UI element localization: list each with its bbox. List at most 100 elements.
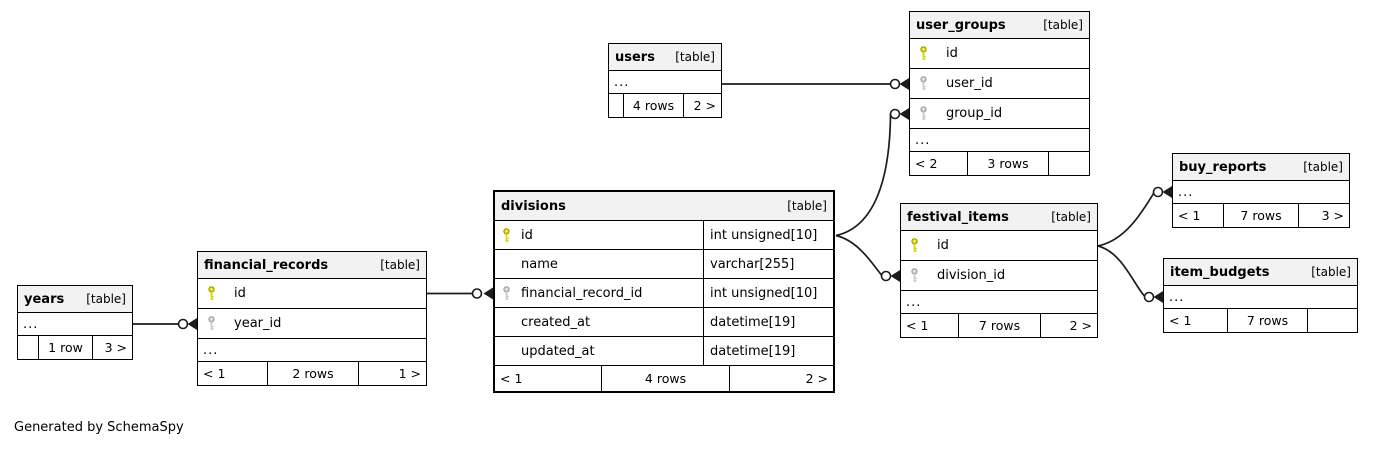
- footer-parents: < 1: [1173, 204, 1224, 227]
- table-festival_items-footer: < 1 7 rows 2 >: [901, 314, 1097, 337]
- table-user_groups: user_groups [table] id user_id group_id …: [909, 11, 1090, 176]
- footer-parents: [18, 336, 39, 359]
- footer-rowcount: 7 rows: [959, 314, 1041, 337]
- footer-parents: < 1: [495, 366, 602, 391]
- column-name: id: [946, 46, 958, 61]
- column-row-financial_record_id: financial_record_id int unsigned[10]: [495, 279, 833, 308]
- table-buy_reports-footer: < 1 7 rows 3 >: [1173, 204, 1349, 227]
- column-type: datetime[19]: [703, 308, 833, 336]
- table-item_budgets: item_budgets [table] ... < 1 7 rows: [1163, 258, 1358, 333]
- column-name: created_at: [521, 314, 591, 330]
- table-users-footer: 4 rows 2 >: [609, 94, 721, 117]
- hidden-columns-row: ...: [910, 129, 1089, 152]
- footer-children: 1 >: [398, 366, 421, 381]
- column-row-name: name varchar[255]: [495, 250, 833, 279]
- column-type: datetime[19]: [703, 337, 833, 365]
- table-buy_reports-header[interactable]: buy_reports [table]: [1173, 154, 1349, 181]
- column-row-id: id: [901, 231, 1097, 261]
- table-name[interactable]: festival_items: [907, 209, 1009, 225]
- table-name[interactable]: item_budgets: [1170, 264, 1270, 280]
- footer-rowcount: 4 rows: [624, 94, 684, 117]
- key-spacer: [495, 308, 521, 336]
- table-item_budgets-header[interactable]: item_budgets [table]: [1164, 259, 1357, 286]
- column-name: financial_record_id: [521, 285, 643, 301]
- footer-parents: [609, 94, 624, 117]
- table-users: users [table] ... 4 rows 2 >: [608, 43, 722, 118]
- primary-key-icon: [495, 221, 521, 249]
- generator-note: Generated by SchemaSpy: [14, 420, 184, 435]
- table-buy_reports: buy_reports [table] ... < 1 7 rows 3 >: [1172, 153, 1350, 228]
- hidden-columns-row: ...: [609, 71, 721, 94]
- table-user_groups-footer: < 2 3 rows: [910, 152, 1089, 175]
- table-name[interactable]: buy_reports: [1179, 159, 1267, 175]
- table-user_groups-header[interactable]: user_groups [table]: [910, 12, 1089, 39]
- table-name[interactable]: users: [615, 49, 655, 65]
- footer-children: 3 >: [104, 340, 127, 355]
- column-row-year_id: year_id: [198, 309, 426, 339]
- column-row-id: id int unsigned[10]: [495, 221, 833, 250]
- column-name: year_id: [234, 316, 282, 331]
- footer-rowcount: 7 rows: [1224, 204, 1299, 227]
- column-row-user_id: user_id: [910, 69, 1089, 99]
- column-name: division_id: [937, 268, 1006, 283]
- footer-rowcount: 2 rows: [268, 362, 359, 385]
- table-type-tag: [table]: [675, 50, 715, 64]
- column-row-created_at: created_at datetime[19]: [495, 308, 833, 337]
- relationship-users-to-user_groups: [722, 78, 909, 90]
- footer-children: 3 >: [1321, 208, 1344, 223]
- table-type-tag: [table]: [380, 258, 420, 272]
- hidden-columns-row: ...: [901, 291, 1097, 314]
- foreign-key-icon: [901, 261, 937, 290]
- table-users-header[interactable]: users [table]: [609, 44, 721, 71]
- table-name[interactable]: financial_records: [204, 257, 329, 273]
- footer-rowcount: 4 rows: [602, 366, 730, 391]
- table-financial_records-footer: < 1 2 rows 1 >: [198, 362, 426, 385]
- hidden-columns-row: ...: [1173, 181, 1349, 204]
- table-name[interactable]: user_groups: [916, 17, 1006, 33]
- column-name: group_id: [946, 106, 1003, 121]
- footer-parents: < 2: [910, 152, 968, 175]
- table-divisions-header[interactable]: divisions [table]: [495, 192, 833, 221]
- column-row-group_id: group_id: [910, 99, 1089, 129]
- table-name[interactable]: years: [24, 291, 65, 307]
- hidden-columns-row: ...: [198, 339, 426, 362]
- table-festival_items-header[interactable]: festival_items [table]: [901, 204, 1097, 231]
- footer-children: 2 >: [1069, 318, 1092, 333]
- key-spacer: [495, 250, 521, 278]
- table-type-tag: [table]: [1311, 265, 1351, 279]
- column-row-id: id: [910, 39, 1089, 69]
- column-name: updated_at: [521, 343, 595, 359]
- relationship-financial_records-to-divisions: [427, 287, 493, 300]
- relationship-festival_items-to-buy_reports: [1097, 186, 1172, 247]
- table-type-tag: [table]: [1303, 160, 1343, 174]
- column-name: id: [937, 238, 949, 253]
- foreign-key-icon: [910, 99, 946, 128]
- relationship-years-to-financial_records: [133, 318, 197, 330]
- foreign-key-icon: [495, 279, 521, 307]
- footer-rowcount: 1 row: [39, 336, 93, 359]
- table-item_budgets-footer: < 1 7 rows: [1164, 309, 1357, 332]
- column-row-updated_at: updated_at datetime[19]: [495, 337, 833, 366]
- column-name: user_id: [946, 76, 993, 91]
- table-type-tag: [table]: [86, 292, 126, 306]
- relationship-divisions-to-user_groups: [835, 108, 909, 237]
- column-type: int unsigned[10]: [703, 279, 833, 307]
- footer-children: 2 >: [805, 371, 828, 386]
- footer-rowcount: 3 rows: [968, 152, 1049, 175]
- table-name[interactable]: divisions: [501, 198, 566, 214]
- column-row-id: id: [198, 279, 426, 309]
- table-years-header[interactable]: years [table]: [18, 286, 132, 313]
- footer-parents: < 1: [198, 362, 268, 385]
- primary-key-icon: [901, 231, 937, 260]
- table-type-tag: [table]: [1051, 210, 1091, 224]
- hidden-columns-row: ...: [1164, 286, 1357, 309]
- hidden-columns-row: ...: [18, 313, 132, 336]
- footer-parents: < 1: [901, 314, 959, 337]
- table-financial_records-header[interactable]: financial_records [table]: [198, 252, 426, 279]
- column-type: varchar[255]: [703, 250, 833, 278]
- table-type-tag: [table]: [787, 199, 827, 213]
- column-name: name: [521, 256, 558, 272]
- footer-children: [1308, 309, 1357, 332]
- foreign-key-icon: [198, 309, 234, 338]
